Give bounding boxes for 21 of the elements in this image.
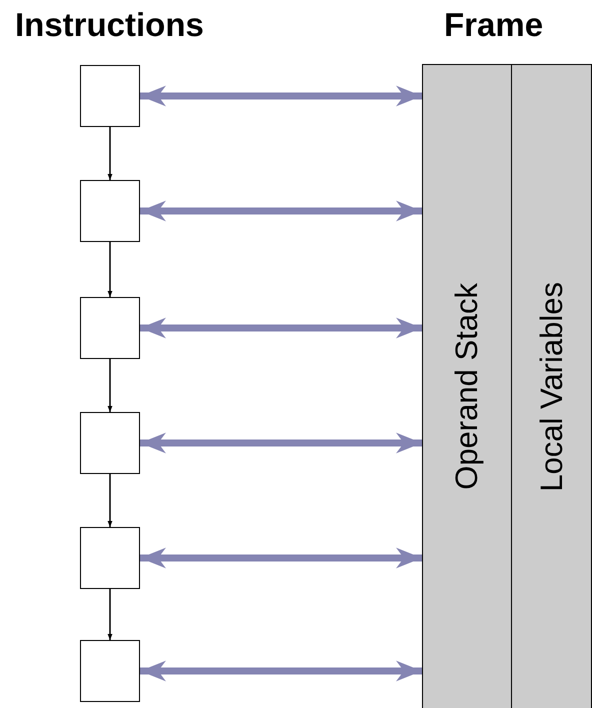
arrow: [140, 200, 422, 222]
instruction-box: [80, 527, 140, 589]
stack-column: Operand Stack: [422, 64, 512, 708]
frame-heading: Frame: [444, 6, 544, 44]
arrow: [140, 548, 422, 568]
arrow: [140, 318, 422, 338]
stack-column: Local Variables: [511, 64, 592, 708]
arrow: [140, 432, 422, 454]
arrow: [140, 660, 422, 682]
arrow: [108, 127, 112, 180]
instruction-box: [80, 65, 140, 127]
arrow: [108, 589, 112, 640]
instruction-box: [80, 412, 140, 474]
instruction-box: [80, 297, 140, 359]
arrow: [108, 359, 112, 412]
arrow: [140, 86, 422, 106]
column-heading: Instructions: [15, 6, 204, 44]
arrow: [108, 474, 112, 527]
instruction-box: [80, 180, 140, 242]
arrow: [108, 242, 112, 297]
instruction-box: [80, 640, 140, 702]
